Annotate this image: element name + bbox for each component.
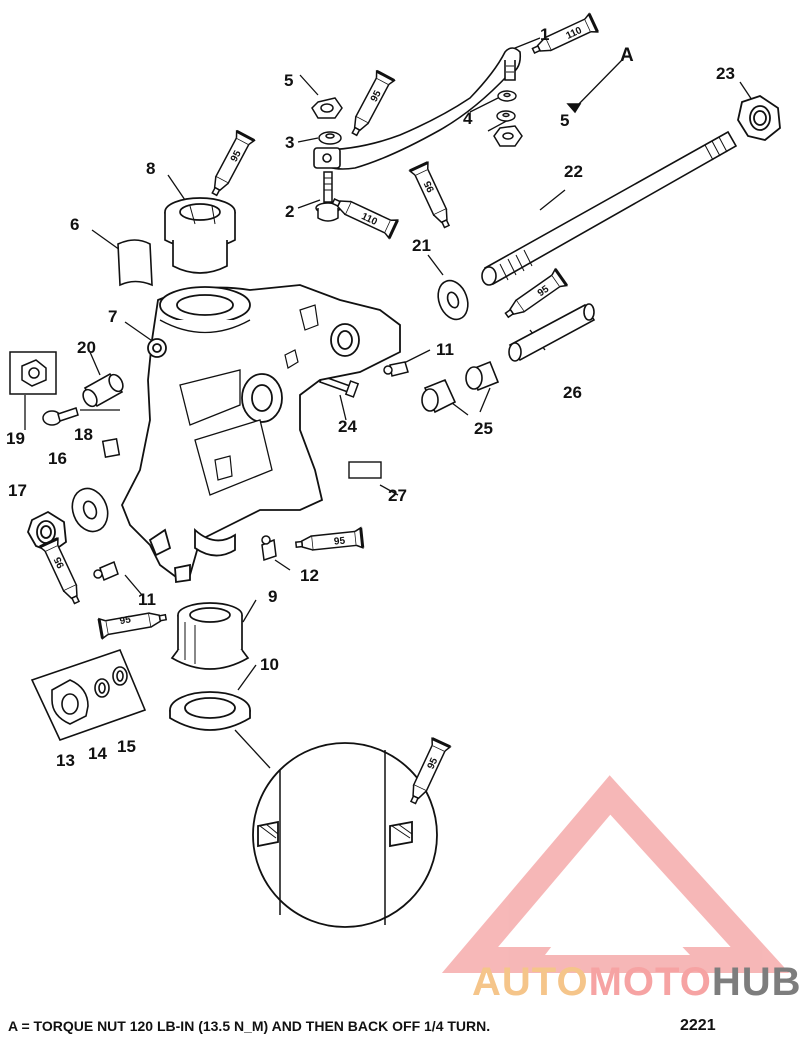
callout-4: 4	[463, 109, 473, 128]
callout-20: 20	[77, 338, 96, 357]
callout-21: 21	[412, 236, 431, 255]
pin-26	[508, 303, 596, 362]
callout-3: 3	[285, 133, 295, 152]
nut-23	[737, 95, 781, 141]
grease-fitting-12	[261, 535, 277, 561]
callout-14: 14	[88, 744, 107, 763]
grease-fitting-11-left	[93, 560, 119, 582]
pad-6	[117, 239, 153, 287]
tilt-tube-22	[481, 130, 738, 286]
nut-5-top	[311, 97, 343, 119]
callout-5-right: 5	[560, 111, 570, 130]
svg-text:95: 95	[422, 179, 437, 194]
watermark-auto: AUTO	[472, 960, 589, 1004]
swivel-bracket-7	[121, 284, 401, 584]
seal-10	[169, 691, 251, 731]
lubricant-tube-110-top: 110	[527, 12, 600, 62]
svg-text:95: 95	[52, 555, 67, 570]
callout-6: 6	[70, 215, 80, 234]
lubricant-tube-95-top: 95	[344, 69, 396, 141]
callout-25: 25	[474, 419, 493, 438]
lubricant-tube-95-mid: 95	[293, 526, 365, 557]
lubricant-tube-110-bolt: 110	[327, 190, 400, 240]
callout-A: A	[620, 45, 634, 66]
callout-26: 26	[563, 383, 582, 402]
callout-19: 19	[6, 429, 25, 448]
lubricant-tube-95-lower: 95	[97, 605, 169, 641]
kit-13-14-15	[30, 649, 147, 741]
callout-18: 18	[74, 425, 93, 444]
callout-13: 13	[56, 751, 75, 770]
washer-16	[71, 487, 109, 533]
svg-text:95: 95	[119, 614, 132, 627]
lubricant-tube-95-bushing: 95	[499, 267, 569, 325]
leader-lines	[24, 37, 753, 691]
screw-19	[9, 351, 79, 426]
callout-23: 23	[716, 64, 735, 83]
lubricant-tube-95-seal: 95	[402, 736, 452, 809]
grease-fitting-11-right	[383, 361, 409, 377]
callout-24: 24	[338, 417, 357, 436]
bushings-25	[421, 360, 500, 414]
callout-7: 7	[108, 307, 118, 326]
torque-footnote: A = TORQUE NUT 120 LB-IN (13.5 N_M) AND …	[8, 1018, 491, 1034]
lubricant-tube-95-left: 95	[38, 536, 88, 609]
bushing-8	[164, 197, 236, 274]
svg-text:95: 95	[369, 88, 384, 103]
washer-21	[437, 279, 469, 321]
callout-16: 16	[48, 449, 67, 468]
steering-arm	[313, 47, 522, 170]
washers-4	[496, 90, 517, 122]
watermark-text: AUTOMOTOHUB	[472, 962, 800, 1002]
figure-number: 2221	[680, 1017, 716, 1034]
washer-3	[318, 131, 342, 145]
callout-27: 27	[388, 486, 407, 505]
label-27	[348, 461, 382, 479]
svg-text:95: 95	[229, 148, 244, 163]
bushing-9	[170, 602, 250, 670]
callout-11-right: 11	[436, 340, 454, 359]
callout-22: 22	[564, 162, 583, 181]
svg-text:95: 95	[333, 536, 346, 548]
callout-8: 8	[146, 159, 156, 178]
sleeve-20	[82, 372, 124, 408]
arrow-a	[566, 103, 582, 114]
callout-5-top: 5	[284, 71, 294, 90]
block-18	[101, 438, 121, 458]
callout-12: 12	[300, 566, 319, 585]
lubricant-tube-95-rod: 95	[408, 160, 458, 233]
callout-9: 9	[268, 587, 278, 606]
callout-2: 2	[285, 202, 295, 221]
callout-10: 10	[260, 655, 279, 674]
watermark-hub: HUB	[711, 960, 800, 1004]
svg-text:95: 95	[426, 756, 441, 771]
detail-view	[234, 729, 438, 928]
lubricant-tube-95-bracket: 95	[204, 129, 256, 201]
callout-15: 15	[117, 737, 136, 756]
callout-17: 17	[8, 481, 27, 500]
callout-11-left: 11	[138, 590, 156, 609]
callout-1: 1	[540, 25, 550, 44]
nut-5-right	[493, 125, 523, 147]
bolt-2	[315, 171, 341, 222]
watermark-moto: MOTO	[588, 960, 712, 1004]
watermark-logo	[441, 775, 790, 973]
